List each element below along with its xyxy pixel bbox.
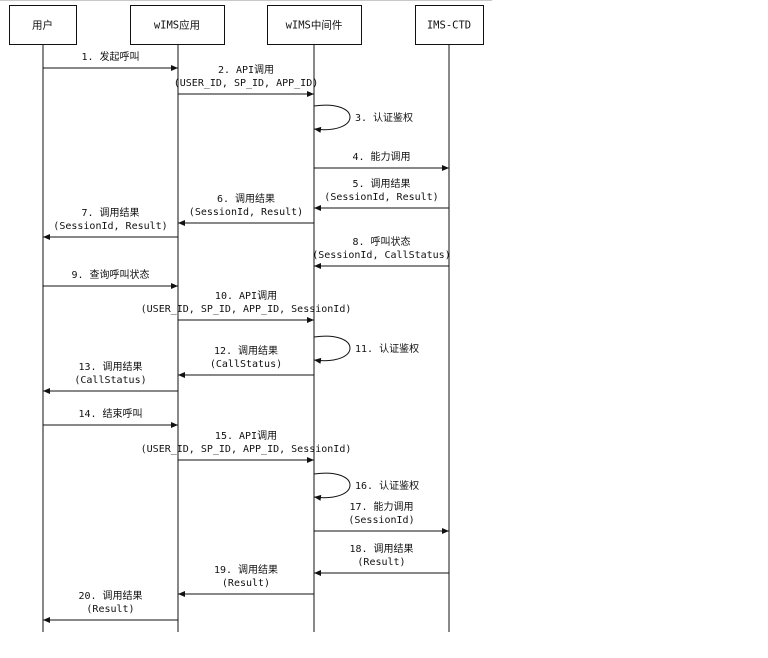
message-label: (CallStatus): [74, 375, 146, 386]
participant-label-mid: wIMS中间件: [286, 19, 343, 32]
self-call-arrow: [313, 335, 351, 364]
message-m20: 20. 调用结果 (Result): [43, 589, 178, 623]
message-m8: 8. 呼叫状态 (SessionId, CallStatus): [312, 235, 451, 269]
message-label: 11. 认证鉴权: [355, 342, 419, 355]
message-label: 19. 调用结果: [214, 563, 278, 576]
participants: 用户 wIMS应用 wIMS中间件 IMS-CTD: [9, 5, 484, 45]
message-m13: 13. 调用结果 (CallStatus): [43, 360, 178, 394]
participant-label-user: 用户: [32, 19, 53, 32]
message-label: 18. 调用结果: [349, 542, 413, 555]
message-label: (SessionId, Result): [189, 207, 303, 218]
message-label: (Result): [357, 557, 405, 568]
participant-box-app: [130, 5, 225, 45]
message-label: (CallStatus): [210, 359, 282, 370]
message-m12: 12. 调用结果 (CallStatus): [178, 344, 314, 378]
participant-box-mid: [267, 5, 362, 45]
message-m11: 11. 认证鉴权: [313, 335, 419, 364]
participant-label-ctd: IMS-CTD: [427, 20, 471, 32]
message-label: 4. 能力调用: [352, 150, 410, 163]
message-label: 15. API调用: [215, 430, 277, 442]
message-label: 12. 调用结果: [214, 344, 278, 357]
self-call-arrow: [313, 472, 351, 501]
message-label: (USER_ID, SP_ID, APP_ID, SessionId): [141, 444, 352, 455]
message-m5: 5. 调用结果 (SessionId, Result): [314, 177, 449, 211]
message-m10: 10. API调用 (USER_ID, SP_ID, APP_ID, Sessio…: [141, 290, 352, 323]
message-label: 14. 结束呼叫: [78, 407, 142, 420]
message-m6: 6. 调用结果 (SessionId, Result): [178, 192, 314, 226]
messages: 1. 发起呼叫 2. API调用 (USER_ID, SP_ID, APP_ID) 3…: [43, 50, 451, 623]
message-label: 6. 调用结果: [217, 192, 275, 205]
lifelines: [42, 44, 450, 632]
message-m1: 1. 发起呼叫: [43, 50, 178, 71]
message-label: 2. API调用: [218, 64, 274, 76]
message-label: (USER_ID, SP_ID, APP_ID): [174, 78, 319, 89]
message-m3: 3. 认证鉴权: [313, 104, 413, 133]
message-label: 10. API调用: [215, 290, 277, 302]
message-label: (Result): [86, 604, 134, 615]
message-label: 16. 认证鉴权: [355, 479, 419, 492]
message-label: (SessionId, Result): [53, 221, 167, 232]
message-label: 8. 呼叫状态: [352, 235, 410, 248]
message-label: (Result): [222, 578, 270, 589]
message-label: (SessionId, CallStatus): [312, 250, 450, 261]
message-label: 7. 调用结果: [81, 206, 139, 219]
message-label: 1. 发起呼叫: [81, 50, 139, 63]
message-m18: 18. 调用结果 (Result): [314, 542, 449, 576]
message-m9: 9. 查询呼叫状态: [43, 268, 178, 289]
participant-box-user: [9, 5, 77, 45]
message-m15: 15. API调用 (USER_ID, SP_ID, APP_ID, Sessio…: [141, 430, 352, 463]
message-m2: 2. API调用 (USER_ID, SP_ID, APP_ID): [174, 64, 319, 97]
message-m14: 14. 结束呼叫: [43, 407, 178, 428]
message-label: (USER_ID, SP_ID, APP_ID, SessionId): [141, 304, 352, 315]
participant-box-ctd: [415, 5, 484, 45]
message-label: 3. 认证鉴权: [355, 111, 413, 124]
message-m17: 17. 能力调用 (SessionId): [314, 500, 449, 534]
message-label: 17. 能力调用: [349, 500, 413, 513]
message-label: (SessionId): [348, 515, 414, 526]
message-label: 13. 调用结果: [78, 360, 142, 373]
participant-label-app: wIMS应用: [154, 19, 200, 32]
message-m19: 19. 调用结果 (Result): [178, 563, 314, 597]
message-label: 9. 查询呼叫状态: [71, 268, 149, 281]
message-m4: 4. 能力调用: [314, 150, 449, 171]
message-m7: 7. 调用结果 (SessionId, Result): [43, 206, 178, 240]
self-call-arrow: [313, 104, 351, 133]
message-m16: 16. 认证鉴权: [313, 472, 419, 501]
message-label: 5. 调用结果: [352, 177, 410, 190]
message-label: (SessionId, Result): [324, 192, 438, 203]
message-label: 20. 调用结果: [78, 589, 142, 602]
